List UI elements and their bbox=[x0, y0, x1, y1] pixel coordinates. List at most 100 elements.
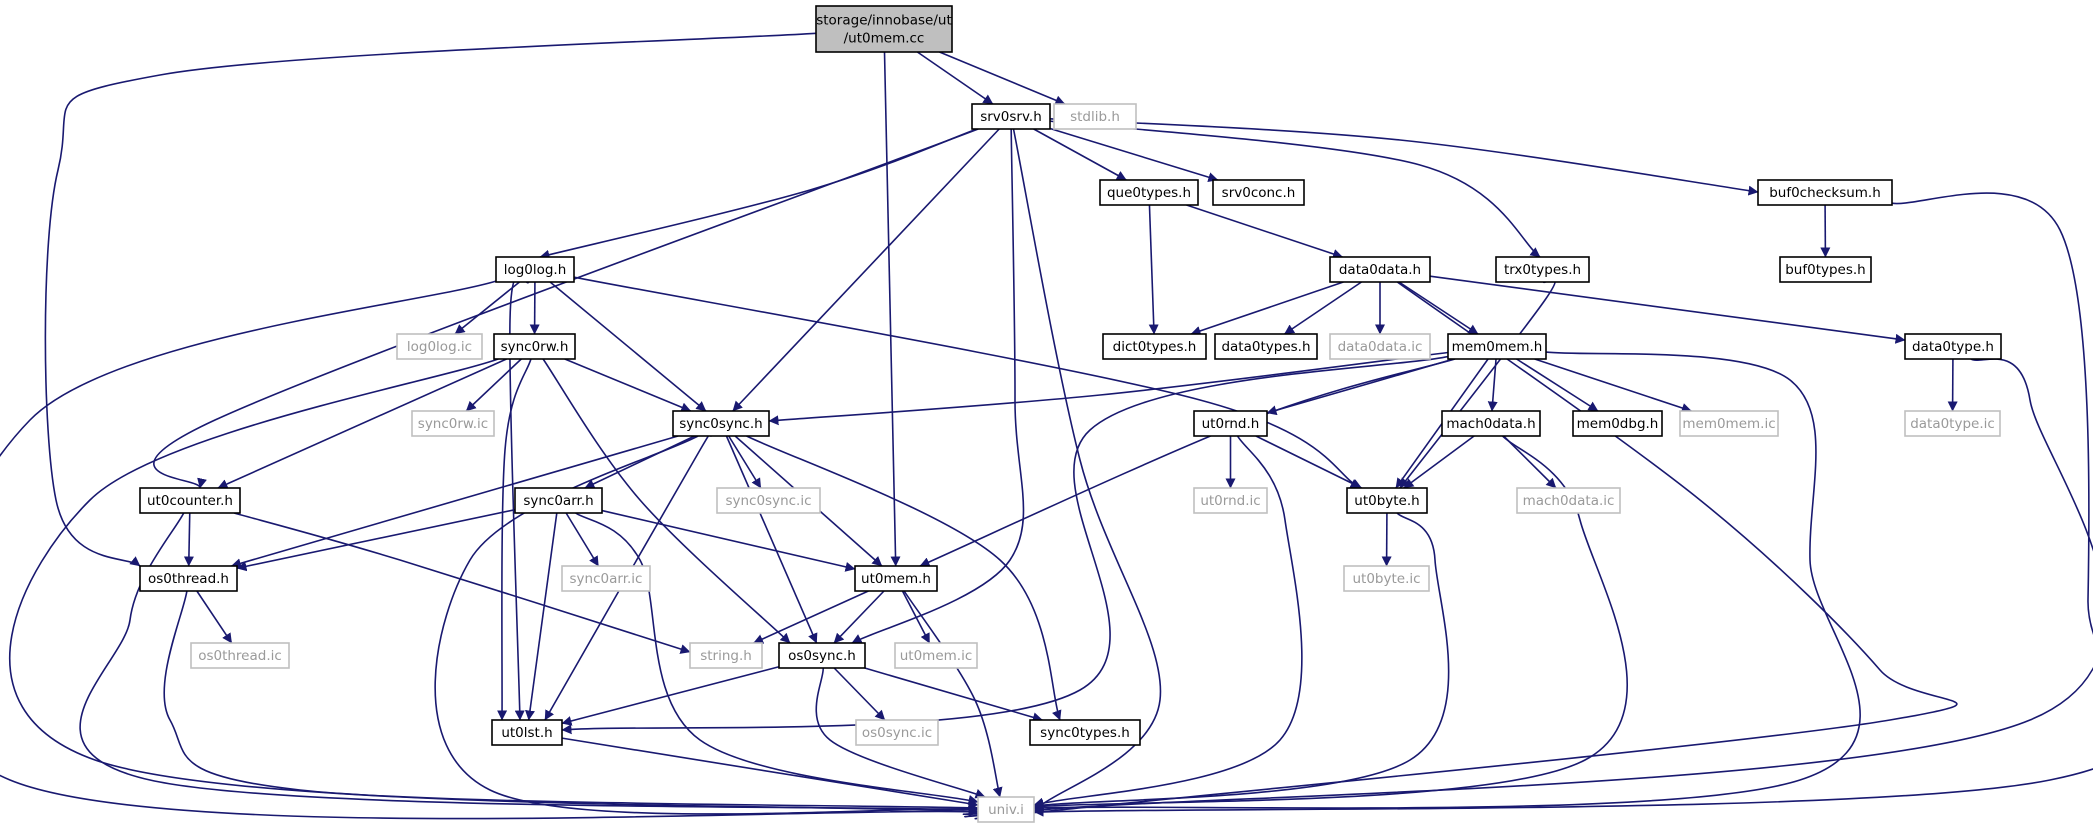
node-box bbox=[1099, 179, 1199, 206]
node-ut0mem-h[interactable]: ut0mem.h bbox=[854, 565, 938, 592]
edge-os0thread-h-to-os0thread-ic bbox=[196, 590, 233, 644]
edge-data0type-h-to-univ-i bbox=[964, 358, 2093, 818]
node-data0data-h[interactable]: data0data.h bbox=[1329, 256, 1431, 283]
node-dict0types-h[interactable]: dict0types.h bbox=[1102, 333, 1207, 360]
node-srv0srv-h[interactable]: srv0srv.h bbox=[971, 103, 1051, 130]
node-srv0conc-h[interactable]: srv0conc.h bbox=[1212, 179, 1305, 206]
edge-mem0mem-h-to-mach0data-h bbox=[1487, 358, 1498, 412]
node-box bbox=[778, 642, 866, 669]
node-sync0sync-h[interactable]: sync0sync.h bbox=[672, 410, 770, 437]
node-ut0rnd-h[interactable]: ut0rnd.h bbox=[1193, 410, 1268, 437]
edge-ut0rnd-h-to-ut0byte-h bbox=[1255, 435, 1363, 489]
edge-sync0arr-h-to-univ-i bbox=[575, 512, 979, 805]
node-box bbox=[561, 565, 651, 592]
edge-data0data-h-to-mem0mem-h bbox=[1398, 281, 1479, 335]
node-box bbox=[1193, 410, 1268, 437]
node-box bbox=[493, 333, 576, 360]
edge-ut0byte-h-to-univ-i bbox=[1033, 512, 1450, 810]
node-box bbox=[1904, 333, 2002, 360]
node-label: mach0data.h bbox=[1446, 416, 1535, 432]
node-os0sync-h[interactable]: os0sync.h bbox=[778, 642, 866, 669]
node-mach0data-h[interactable]: mach0data.h bbox=[1441, 410, 1541, 437]
node-label: ut0byte.ic bbox=[1352, 571, 1420, 587]
node-mem0mem-h[interactable]: mem0mem.h bbox=[1447, 333, 1547, 360]
edge-data0data-h-to-data0types-h bbox=[1284, 281, 1362, 335]
node-buf0checksum-h[interactable]: buf0checksum.h bbox=[1757, 179, 1893, 206]
edge-srv0srv-h-to-os0sync-h bbox=[851, 128, 1025, 644]
node-box bbox=[1516, 487, 1621, 514]
node-trx0types-h[interactable]: trx0types.h bbox=[1495, 256, 1590, 283]
node-box bbox=[977, 796, 1035, 823]
node-box bbox=[1212, 179, 1305, 206]
edge-data0data-h-to-dict0types-h bbox=[1190, 281, 1344, 336]
node-label: sync0arr.h bbox=[523, 493, 593, 509]
node-label: que0types.h bbox=[1107, 185, 1191, 201]
node-box bbox=[1757, 179, 1893, 206]
node-ut0byte-h[interactable]: ut0byte.h bbox=[1346, 487, 1428, 514]
edge-sync0sync-h-to-os0thread-h bbox=[230, 435, 679, 569]
node-log0log-h[interactable]: log0log.h bbox=[495, 256, 575, 283]
edge-log0log-h-to-ut0byte-h bbox=[573, 276, 1361, 489]
node-box bbox=[1053, 103, 1137, 130]
node-que0types-h[interactable]: que0types.h bbox=[1099, 179, 1199, 206]
node-sync0rw-h[interactable]: sync0rw.h bbox=[493, 333, 576, 360]
edge-sync0rw-h-to-univ-i bbox=[8, 358, 979, 817]
node-box bbox=[716, 487, 821, 514]
node-os0thread-h[interactable]: os0thread.h bbox=[139, 565, 238, 592]
edge-mach0data-h-to-univ-i bbox=[1033, 435, 1628, 812]
node-label: univ.i bbox=[988, 802, 1024, 818]
edge-ut0rnd-h-to-univ-i bbox=[1033, 435, 1303, 808]
edge-log0log-h-to-univ-i bbox=[0, 280, 979, 820]
node-label: ut0rnd.ic bbox=[1200, 493, 1260, 509]
node-buf0types-h[interactable]: buf0types.h bbox=[1779, 256, 1872, 283]
node-stdlib-h: stdlib.h bbox=[1053, 103, 1137, 130]
node-box bbox=[1441, 410, 1541, 437]
edge-sync0arr-h-to-os0thread-h bbox=[236, 508, 516, 572]
node-sync0rw-ic: sync0rw.ic bbox=[411, 410, 495, 437]
edge-sync0rw-h-to-os0sync-h bbox=[542, 358, 791, 644]
edge-os0thread-h-to-univ-i bbox=[163, 590, 979, 813]
node-label: mem0dbg.h bbox=[1577, 416, 1659, 432]
node-data0type-h[interactable]: data0type.h bbox=[1904, 333, 2002, 360]
node-ut0counter-h[interactable]: ut0counter.h bbox=[139, 487, 241, 514]
node-label: ut0byte.h bbox=[1354, 493, 1419, 509]
node-box bbox=[1779, 256, 1872, 283]
edge-mem0mem-h-to-sync0sync-h bbox=[768, 351, 1449, 426]
node-ut0rnd-ic: ut0rnd.ic bbox=[1193, 487, 1268, 514]
edge-mem0mem-h-to-mem0mem-ic bbox=[1534, 358, 1692, 413]
edge-ut0mem-h-to-ut0mem-ic bbox=[901, 590, 931, 644]
edge-ut0mem-h-to-os0sync-h bbox=[833, 590, 885, 644]
node-sync0types-h[interactable]: sync0types.h bbox=[1029, 719, 1141, 746]
node-label: mach0data.ic bbox=[1523, 493, 1615, 509]
node-label: os0sync.ic bbox=[862, 725, 932, 741]
node-mem0dbg-h[interactable]: mem0dbg.h bbox=[1572, 410, 1663, 437]
node-box bbox=[190, 642, 290, 669]
node-box bbox=[894, 642, 978, 669]
node-mem0mem-ic: mem0mem.ic bbox=[1679, 410, 1779, 437]
edge-os0sync-h-to-sync0types-h bbox=[864, 667, 1043, 723]
edge-ut0mem-h-to-string-h bbox=[753, 590, 869, 644]
node-label: mem0mem.ic bbox=[1682, 416, 1775, 432]
edge-ut0counter-h-to-os0thread-h bbox=[183, 512, 194, 567]
node-box bbox=[1329, 333, 1431, 360]
node-ut0mem-ic: ut0mem.ic bbox=[894, 642, 978, 669]
node-sync0arr-h[interactable]: sync0arr.h bbox=[514, 487, 603, 514]
node-label: sync0types.h bbox=[1040, 725, 1130, 741]
edge-sync0sync-h-to-os0sync-h bbox=[725, 435, 818, 644]
node-box bbox=[1193, 487, 1268, 514]
edge-mem0mem-h-to-ut0lst-h bbox=[561, 355, 1449, 735]
edge-sync0arr-h-to-sync0arr-ic bbox=[565, 512, 600, 567]
node-data0types-h[interactable]: data0types.h bbox=[1214, 333, 1318, 360]
node-log0log-ic: log0log.ic bbox=[396, 333, 483, 360]
node-box bbox=[514, 487, 603, 514]
node-sync0sync-ic: sync0sync.ic bbox=[716, 487, 821, 514]
node-label: data0type.ic bbox=[1910, 416, 1995, 432]
node-label: ut0mem.h bbox=[861, 571, 931, 587]
node-box bbox=[1102, 333, 1207, 360]
node-ut0mem-cc[interactable]: storage/innobase/ut/ut0mem.cc bbox=[815, 5, 953, 53]
edge-log0log-h-to-sync0sync-h bbox=[549, 281, 707, 412]
node-ut0lst-h[interactable]: ut0lst.h bbox=[491, 719, 563, 746]
node-label: data0data.ic bbox=[1338, 339, 1423, 355]
node-label: log0log.h bbox=[504, 262, 567, 278]
